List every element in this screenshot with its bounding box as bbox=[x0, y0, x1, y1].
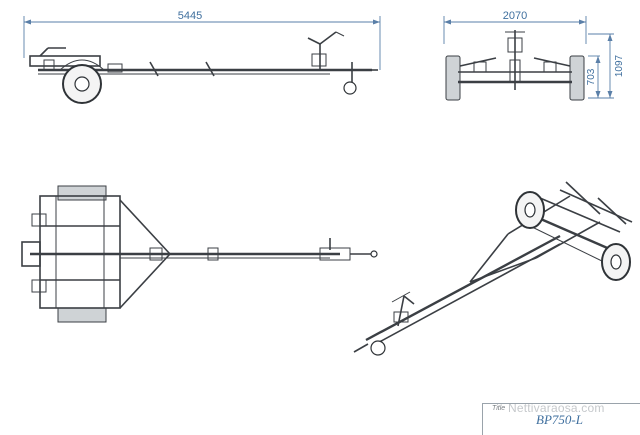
watermark: Nettivaraosa.com bbox=[508, 401, 605, 415]
side-view: 5445 bbox=[23, 10, 381, 104]
title-block bbox=[482, 403, 640, 435]
dimension-length-label: 5445 bbox=[178, 10, 202, 22]
front-view: 2070 1097 703 bbox=[443, 10, 625, 101]
isometric-view bbox=[353, 181, 633, 356]
dimension-length: 5445 bbox=[23, 10, 381, 70]
dimension-frame-height-label: 703 bbox=[586, 68, 597, 85]
title-block-label: Title bbox=[492, 405, 506, 412]
dimension-total-height-label: 1097 bbox=[614, 54, 625, 77]
dimension-width: 2070 bbox=[443, 10, 587, 44]
dimension-width-label: 2070 bbox=[503, 10, 527, 22]
dimension-heights: 1097 703 bbox=[586, 33, 625, 99]
top-view bbox=[21, 185, 378, 323]
title-block-value: BP750-L bbox=[536, 412, 583, 427]
